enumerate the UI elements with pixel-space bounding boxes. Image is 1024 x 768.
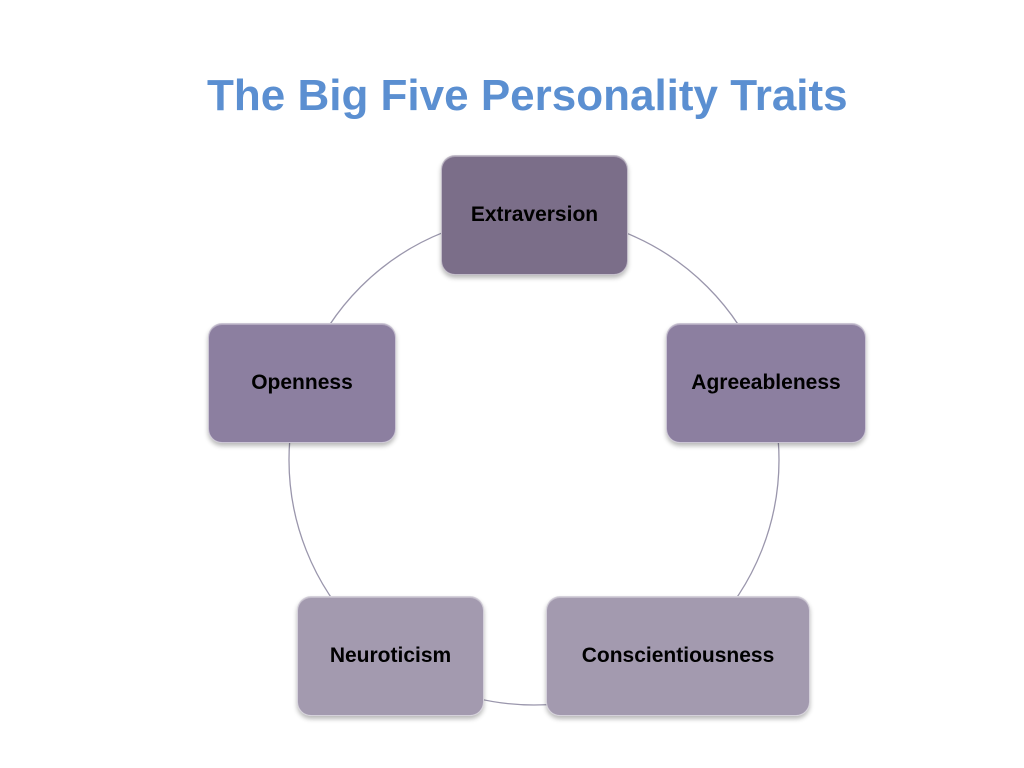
node-neuroticism-label: Neuroticism [329,644,452,667]
node-extraversion-label: Extraversion [470,203,599,226]
node-openness-label: Openness [251,371,353,394]
node-agreeableness-label: Agreeableness [691,371,841,394]
node-agreeableness: Agreeableness [666,323,866,443]
node-conscientiousness-label: Conscientiousness [581,644,775,667]
node-openness: Openness [208,323,396,443]
node-neuroticism: Neuroticism [297,596,484,716]
node-extraversion: Extraversion [441,155,628,275]
slide-title: The Big Five Personality Traits [207,71,848,120]
node-conscientiousness: Conscientiousness [546,596,810,716]
